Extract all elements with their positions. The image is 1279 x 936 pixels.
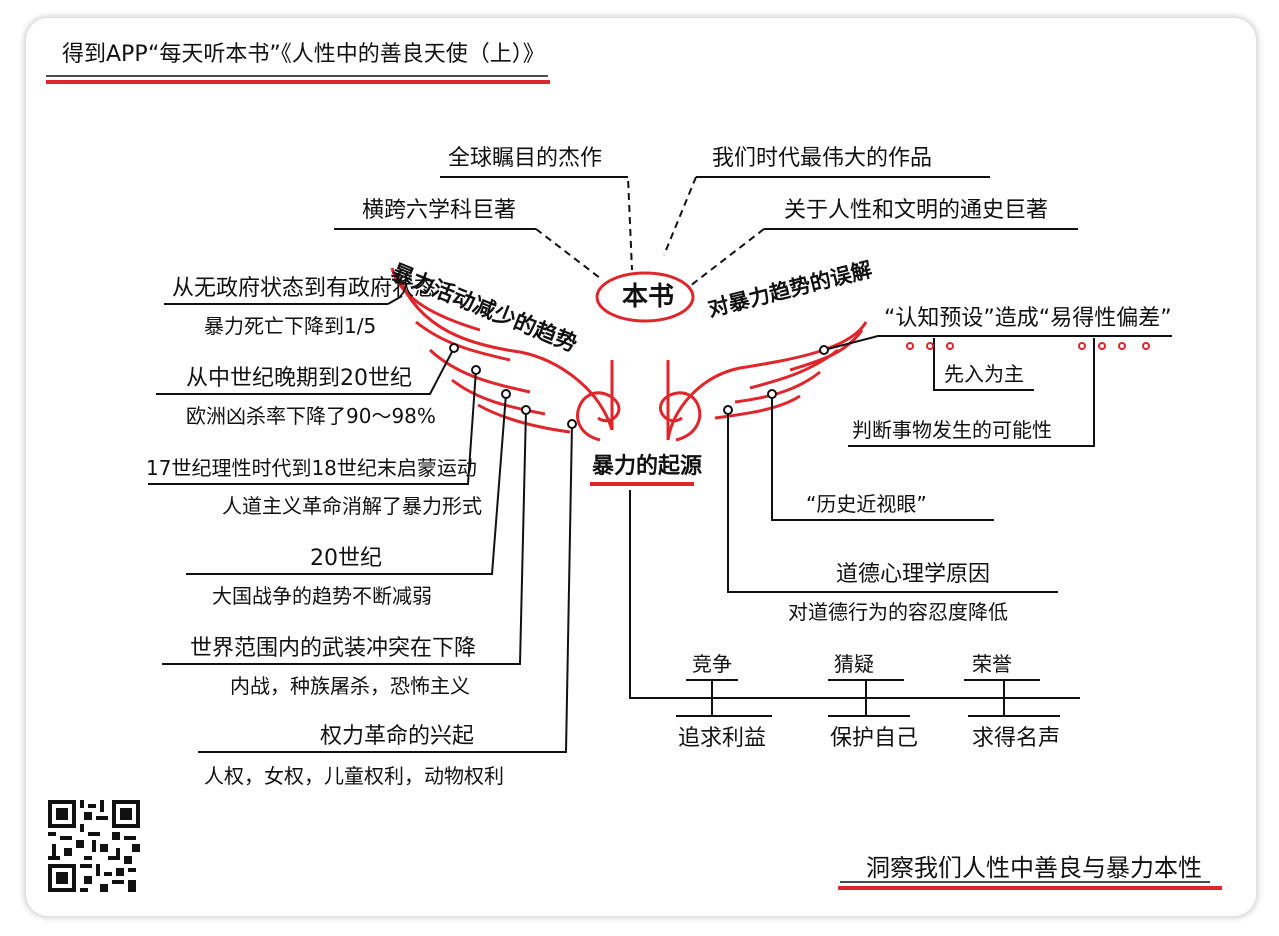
goal-reputation: 求得名声 bbox=[972, 726, 1061, 751]
moral-title: 道德心理学原因 bbox=[836, 562, 991, 587]
right-wing-icon bbox=[659, 321, 868, 442]
footer-tagline: 洞察我们人性中善良与暴力本性 bbox=[866, 854, 1202, 882]
comment-greatest-work: 我们时代最伟大的作品 bbox=[712, 146, 933, 171]
cause-competition: 竞争 bbox=[692, 652, 732, 676]
left-item-5-title: 世界范围内的武装冲突在下降 bbox=[190, 636, 477, 661]
left-item-3-title: 17世纪理性时代到18世纪末启蒙运动 bbox=[146, 456, 477, 480]
left-item-3-detail: 人道主义革命消解了暴力形式 bbox=[222, 494, 482, 518]
left-item-1-title: 从无政府状态到有政府状态 bbox=[172, 276, 437, 301]
comment-six-disciplines: 横跨六学科巨著 bbox=[362, 198, 517, 223]
left-item-6-detail: 人权，女权，儿童权利，动物权利 bbox=[204, 764, 504, 788]
bias-title: “认知预设”造成“易得性偏差” bbox=[884, 306, 1172, 331]
left-item-6-title: 权力革命的兴起 bbox=[320, 724, 475, 749]
goal-self-protection: 保护自己 bbox=[830, 726, 919, 751]
bias-sub-likelihood: 判断事物发生的可能性 bbox=[852, 418, 1052, 442]
left-wing-icon bbox=[390, 267, 621, 442]
comment-history-epic: 关于人性和文明的通史巨著 bbox=[784, 198, 1049, 223]
center-node: 本书 bbox=[622, 282, 675, 312]
mindmap-card bbox=[26, 18, 1256, 916]
left-item-4-title: 20世纪 bbox=[310, 546, 382, 571]
comment-global-masterpiece: 全球瞩目的杰作 bbox=[448, 146, 603, 171]
page-title: 得到APP“每天听本书”《人性中的善良天使（上）》 bbox=[62, 42, 545, 67]
moral-detail: 对道德行为的容忍度降低 bbox=[788, 600, 1008, 624]
left-item-1-detail: 暴力死亡下降到1/5 bbox=[204, 314, 377, 338]
left-item-2-detail: 欧洲凶杀率下降了90～98% bbox=[186, 404, 436, 428]
cause-honor: 荣誉 bbox=[972, 652, 1012, 676]
goal-profit: 追求利益 bbox=[678, 726, 767, 751]
bias-sub-preconception: 先入为主 bbox=[944, 362, 1024, 386]
left-item-4-detail: 大国战争的趋势不断减弱 bbox=[212, 584, 432, 608]
cause-suspicion: 猜疑 bbox=[834, 652, 874, 676]
left-item-5-detail: 内战，种族屠杀，恐怖主义 bbox=[230, 674, 470, 698]
left-item-2-title: 从中世纪晚期到20世纪 bbox=[186, 366, 412, 391]
bottom-branch-title: 暴力的起源 bbox=[592, 454, 703, 479]
qr-code-icon bbox=[48, 800, 140, 892]
history-myopia: “历史近视眼” bbox=[806, 492, 927, 516]
